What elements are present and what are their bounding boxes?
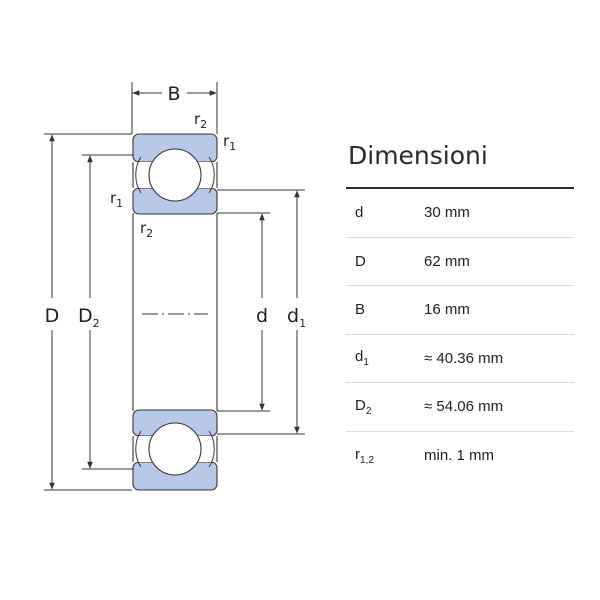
label-r1-side: r1 — [110, 189, 123, 210]
label-d1: d1 — [287, 305, 306, 330]
bottom-right-shield — [208, 430, 215, 468]
dimension-symbol: d1 — [355, 348, 369, 369]
label-r1-top: r1 — [223, 132, 236, 153]
dimension-value: min. 1 mm — [424, 447, 495, 465]
dimension-symbol: d — [355, 204, 364, 222]
label-B: B — [167, 83, 180, 105]
label-r2-top: r2 — [194, 110, 207, 131]
top-ring-section — [132, 133, 218, 215]
table-row: r1,2 min. 1 mm — [346, 432, 574, 481]
dimension-value: ≈ 54.06 mm — [424, 398, 504, 416]
dimension-value: ≈ 40.36 mm — [424, 349, 504, 367]
table-header-rule — [346, 187, 574, 189]
table-row: D 62 mm — [346, 238, 574, 286]
top-left-shield — [135, 156, 142, 194]
extension-lines — [44, 82, 305, 491]
bottom-ring-section — [132, 409, 218, 491]
bearing-outline — [132, 213, 218, 411]
dimension-value: 62 mm — [424, 252, 470, 270]
top-ball — [148, 148, 202, 202]
dimension-symbol: r1,2 — [355, 445, 374, 466]
top-right-shield — [208, 156, 215, 194]
dimension-symbol: B — [355, 301, 366, 319]
bottom-ball — [148, 422, 202, 476]
table-row: d 30 mm — [346, 189, 574, 238]
table-title: Dimensioni — [348, 141, 488, 170]
label-r2-side: r2 — [140, 219, 153, 240]
label-d: d — [256, 305, 268, 327]
dimension-value: 16 mm — [424, 301, 470, 319]
table-row: B 16 mm — [346, 286, 574, 335]
dimension-symbol: D — [355, 252, 366, 270]
label-D2: D2 — [78, 305, 100, 330]
label-D: D — [45, 305, 60, 327]
bearing-cross-section-drawing: B D D2 d d1 r2 r1 r1 r2 — [44, 82, 306, 491]
dimensions-table: Dimensioni d 30 mm D 62 mm B 16 mm d1 ≈ 40.36 m… — [346, 136, 574, 480]
table-row: D2 ≈ 54.06 mm — [346, 383, 574, 432]
dimension-value: 30 mm — [424, 204, 470, 222]
dimension-lines — [49, 90, 300, 490]
bottom-left-shield — [135, 430, 142, 468]
dimension-symbol: D2 — [355, 396, 372, 417]
table-rows: d 30 mm D 62 mm B 16 mm d1 ≈ 40.36 mm D2 ≈ 54.06 … — [346, 189, 574, 480]
table-row: d1 ≈ 40.36 mm — [346, 335, 574, 383]
